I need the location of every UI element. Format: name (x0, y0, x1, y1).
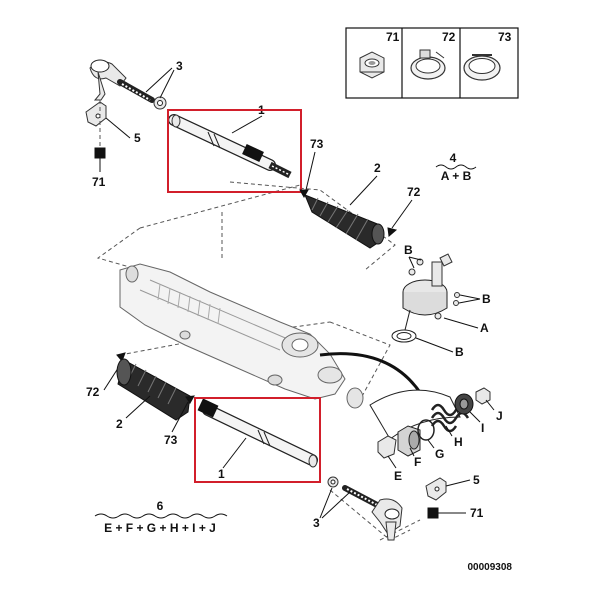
label-3-top: 3 (176, 59, 183, 73)
label-5-bottom: 5 (473, 473, 480, 487)
highlight-box-top (167, 109, 302, 193)
boot-top (304, 194, 385, 249)
tie-rod-end-top (89, 59, 167, 110)
label-71-bottom: 71 (470, 506, 484, 520)
label-I: I (481, 421, 484, 435)
label-B-2: B (482, 292, 491, 306)
part-G (417, 419, 435, 441)
clip-5-top (85, 101, 107, 127)
label-E: E (394, 469, 402, 483)
label-2-top: 2 (374, 161, 381, 175)
clip-5-bottom (425, 477, 447, 501)
label-71-top: 71 (92, 175, 106, 189)
nut-71-top (94, 147, 106, 159)
kit-6-formula: E + F + G + H + I + J (104, 521, 216, 535)
legend-item-71: 71 (359, 30, 400, 79)
legend-item-73: 73 (463, 30, 512, 81)
clamp-ring-icon (410, 49, 446, 80)
lock-nut-icon (359, 51, 385, 79)
label-B-3: B (455, 345, 464, 359)
part-I (454, 393, 474, 415)
tie-rod-end-bottom (327, 476, 403, 541)
legend-label-73: 73 (498, 30, 512, 44)
label-J: J (496, 409, 503, 423)
label-1-bottom: 1 (218, 467, 225, 481)
label-3-bottom: 3 (313, 516, 320, 530)
label-H: H (454, 435, 463, 449)
highlight-box-bottom (194, 397, 321, 483)
legend-box: 71 72 73 (345, 27, 519, 99)
label-73-top: 73 (310, 137, 324, 151)
kit-4-formula: A + B (441, 169, 472, 183)
tie-rod-bottom (197, 398, 318, 468)
label-G: G (435, 447, 444, 461)
part-F (397, 425, 421, 457)
label-2-bottom: 2 (116, 417, 123, 431)
legend-item-72: 72 (410, 30, 456, 80)
nut-71-bottom (427, 507, 439, 519)
label-B-1: B (404, 243, 413, 257)
kit-6-number: 6 (157, 499, 164, 513)
kit-6-callout: 6 E + F + G + H + I + J (94, 499, 228, 535)
label-72-bottom: 72 (86, 385, 100, 399)
steering-rack-housing (119, 263, 364, 409)
label-73-bottom: 73 (164, 433, 178, 447)
label-F: F (414, 455, 421, 469)
kit-4-number: 4 (450, 151, 457, 165)
label-A: A (480, 321, 489, 335)
part-E (377, 435, 397, 459)
valve-assembly-A (391, 253, 460, 343)
clip-band-icon (463, 54, 501, 81)
legend-label-72: 72 (442, 30, 456, 44)
tie-rod-top (168, 114, 292, 179)
kit-4-callout: 4 A + B (435, 151, 477, 183)
label-72-top: 72 (407, 185, 421, 199)
reference-code: 00009308 (468, 562, 513, 573)
boot-bottom (116, 358, 191, 421)
legend-label-71: 71 (386, 30, 400, 44)
label-5-top: 5 (134, 131, 141, 145)
